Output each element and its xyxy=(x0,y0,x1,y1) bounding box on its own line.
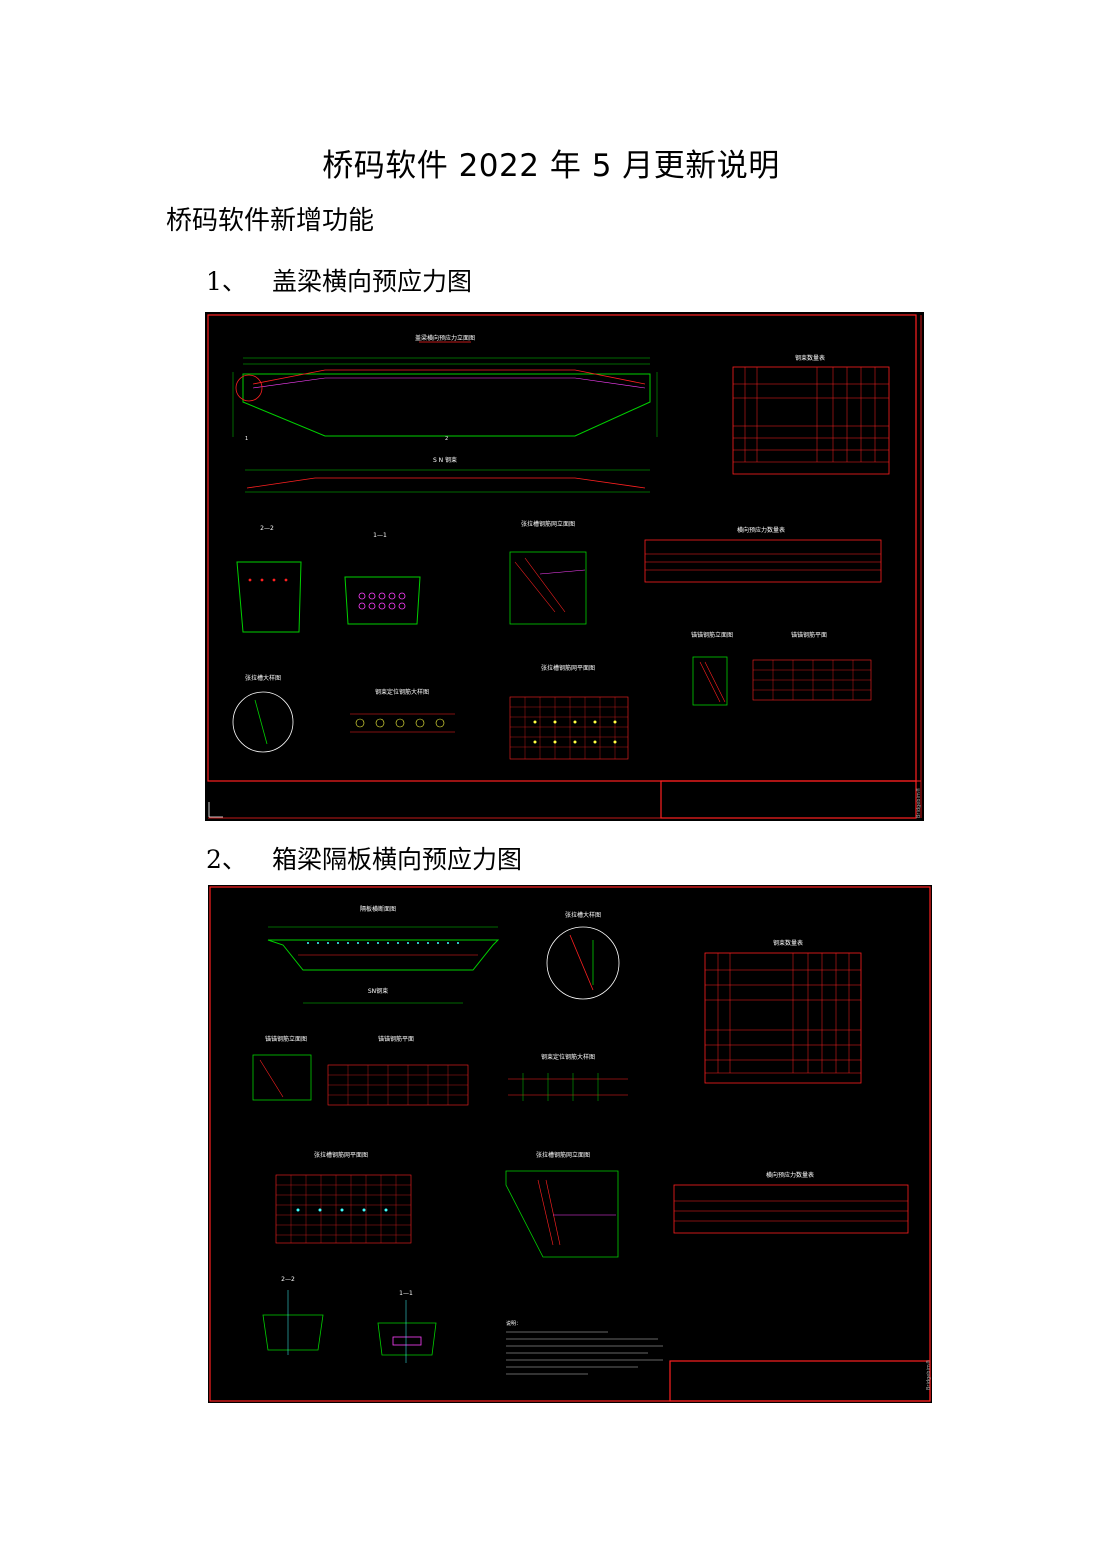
notes-heading: 说明： xyxy=(506,1320,521,1327)
title-diaphragm: 隔板横断面图 xyxy=(360,905,396,913)
title-pocket-detail: 张拉槽大样图 xyxy=(565,911,601,919)
title-tendon: S N 钢束 xyxy=(433,456,457,464)
title-steel-table: 钢束数量表 xyxy=(795,354,825,362)
document-title: 桥码软件 2022 年 5 月更新说明 xyxy=(322,148,780,184)
stamp-text: Bridgebim® xyxy=(925,1359,932,1390)
svg-text:2: 2 xyxy=(445,436,448,442)
item-number: 2、 xyxy=(206,845,247,874)
title-tendon: SN钢束 xyxy=(368,987,388,995)
section-heading: 桥码软件新增功能 xyxy=(166,206,375,236)
title-mesh-plan: 张拉槽钢筋网平面图 xyxy=(314,1151,368,1159)
title-block xyxy=(669,1360,931,1402)
title-section-2: 2—2 xyxy=(281,1276,295,1283)
title-duct-detail: 钢束定位钢筋大样图 xyxy=(375,688,429,696)
cad-drawing-bent-cap: Bridgebim® 盖梁横向预应力立面图 1 2 S N 钢束 钢束数量表 2… xyxy=(205,312,924,821)
item-label: 箱梁隔板横向预应力图 xyxy=(272,845,523,874)
title-duct-detail: 钢束定位钢筋大样图 xyxy=(541,1053,595,1061)
cad-drawing-box-girder-diaphragm: Bridgebim® 隔板横断面图 SN钢束 张拉槽大样图 钢束数量表 锚锚钢筋… xyxy=(208,885,932,1403)
stamp-text: Bridgebim® xyxy=(915,787,922,818)
title-section-2: 2—2 xyxy=(260,525,274,532)
item-number: 1、 xyxy=(206,267,247,296)
title-section-1: 1—1 xyxy=(373,532,387,539)
title-anchor-elev: 张拉槽钢筋网立面图 xyxy=(521,520,575,528)
title-stress-table: 横向预应力数量表 xyxy=(766,1171,814,1179)
title-steel-table: 钢束数量表 xyxy=(773,939,803,947)
frame-border xyxy=(207,314,917,782)
title-elevation: 盖梁横向预应力立面图 xyxy=(415,334,475,342)
title-pocket-detail: 张拉槽大样图 xyxy=(245,674,281,682)
title-section-1: 1—1 xyxy=(399,1290,413,1297)
title-spiral-plan: 锚锚钢筋平面 xyxy=(791,631,827,639)
svg-text:1: 1 xyxy=(245,436,248,442)
list-item-2: 2、箱梁隔板横向预应力图 xyxy=(206,840,522,876)
title-spiral-elev: 锚锚钢筋立面图 xyxy=(265,1035,307,1043)
title-stress-table: 横向预应力数量表 xyxy=(737,526,785,534)
title-anchor-elev: 张拉槽钢筋网立面图 xyxy=(536,1151,590,1159)
item-label: 盖梁横向预应力图 xyxy=(272,267,473,296)
title-spiral-elev: 锚锚钢筋立面图 xyxy=(691,631,733,639)
list-item-1: 1、盖梁横向预应力图 xyxy=(206,262,472,298)
frame-border xyxy=(209,886,931,1402)
title-block xyxy=(660,780,917,819)
title-spiral-plan: 锚锚钢筋平面 xyxy=(378,1035,414,1043)
title-mesh-plan: 张拉槽钢筋网平面图 xyxy=(541,664,595,672)
